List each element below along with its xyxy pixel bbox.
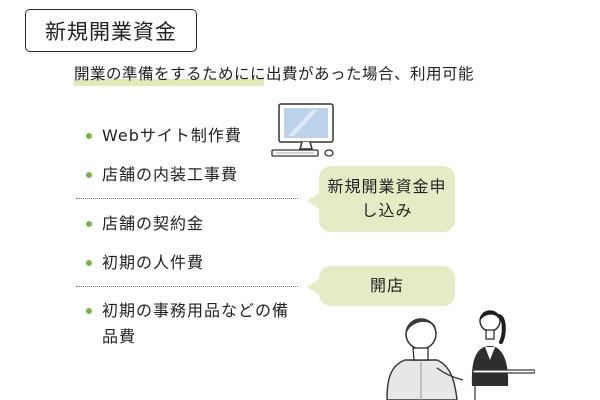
list-item: 初期の人件費 <box>86 250 204 276</box>
list-item: 店舗の契約金 <box>86 211 204 237</box>
list-item-label: Webサイト制作費 <box>102 126 242 145</box>
bullet-icon <box>86 221 92 227</box>
application-bubble: 新規開業資金申し込み <box>319 166 455 232</box>
separator-dotted <box>76 198 298 199</box>
list-item: 店舗の内装工事費 <box>86 162 238 188</box>
list-item-label: 店舗の内装工事費 <box>102 165 239 184</box>
subtitle: 開業の準備をするためにに出費があった場合、利用可能 <box>74 62 475 86</box>
page-title: 新規開業資金 <box>25 9 197 52</box>
bullet-icon <box>86 260 92 266</box>
opening-bubble: 開店 <box>319 266 455 306</box>
bullet-icon <box>86 133 92 139</box>
bubble-tail <box>307 278 321 296</box>
bubble-tail <box>307 192 321 210</box>
list-item: 初期の事務用品などの備品費 <box>86 298 292 350</box>
subtitle-text: 開業の準備をするためにに出費があった場合、利用可能 <box>74 65 475 83</box>
list-item: Webサイト制作費 <box>86 123 242 149</box>
people-meeting-illustration <box>386 310 535 400</box>
bullet-icon <box>86 172 92 178</box>
list-item-label: 店舗の契約金 <box>102 214 205 233</box>
list-item-label: 初期の事務用品などの備品費 <box>102 301 290 346</box>
application-bubble-label: 新規開業資金申し込み <box>327 177 447 220</box>
separator-dotted <box>76 286 298 287</box>
list-item-label: 初期の人件費 <box>102 253 205 272</box>
bullet-icon <box>86 308 92 314</box>
computer-icon <box>271 103 334 157</box>
subtitle-highlight <box>74 79 264 86</box>
page-title-text: 新規開業資金 <box>45 19 177 44</box>
opening-bubble-label: 開店 <box>369 276 404 295</box>
